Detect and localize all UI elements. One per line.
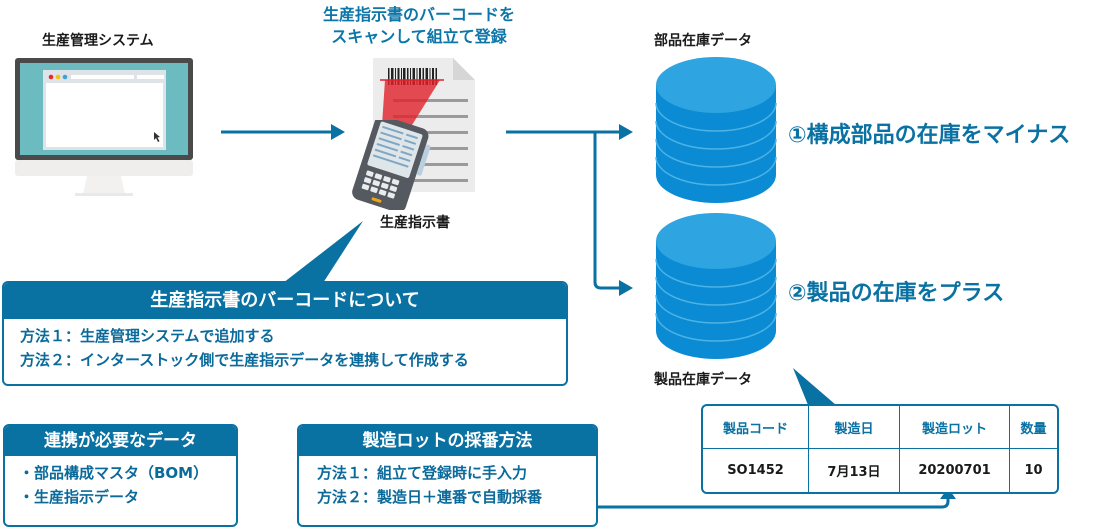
scan-caption-line2: スキャンして組立て登録 xyxy=(331,27,507,46)
barcode-info-line: 方法２：インターストック側で生産指示データを連携して作成する xyxy=(20,351,469,369)
callout-pointer-table xyxy=(793,368,836,405)
barcode-info-line: 方法１：生産管理システムで追加する xyxy=(20,327,275,345)
scan-caption-line1: 生産指示書のバーコードを xyxy=(322,5,515,24)
required-data-item: ・部品構成マスタ（BOM） xyxy=(19,464,209,482)
required-data-title: 連携が必要なデータ xyxy=(5,426,236,456)
lot-numbering-box: 製造ロットの採番方法 方法１：組立て登録時に手入力 方法２：製造日＋連番で自動採… xyxy=(297,424,598,527)
product-stock-data-label: 製品在庫データ xyxy=(654,372,752,388)
cell-product-code: SO1452 xyxy=(703,449,809,492)
result-step1-text: ①構成部品の在庫をマイナス xyxy=(788,123,1071,148)
column-header-lot: 製造ロット xyxy=(900,406,1010,449)
cell-lot: 20200701 xyxy=(900,449,1010,492)
desktop-monitor-icon xyxy=(15,58,193,196)
lot-numbering-line: 方法２：製造日＋連番で自動採番 xyxy=(317,488,543,506)
database-cylinder-icon[interactable] xyxy=(655,57,777,205)
parts-stock-data-label: 部品在庫データ xyxy=(654,33,752,49)
result-step2-text: ②製品の在庫をプラス xyxy=(788,281,1005,306)
arrow-system-to-scanner xyxy=(221,124,345,140)
instruction-sheet-label: 生産指示書 xyxy=(380,215,450,231)
cell-quantity: 10 xyxy=(1024,463,1043,478)
cell-manufacture-date: 7月13日 xyxy=(809,449,900,492)
required-data-item: ・生産指示データ xyxy=(19,488,140,506)
barcode-info-title: 生産指示書のバーコードについて xyxy=(4,283,566,319)
lot-numbering-title: 製造ロットの採番方法 xyxy=(299,426,596,456)
product-stock-table: 製品コード 製造日 製造ロット 数量 SO1452 7月13日 20200701… xyxy=(701,404,1059,494)
arrow-scanner-to-parts-db xyxy=(506,124,633,140)
required-data-box: 連携が必要なデータ ・部品構成マスタ（BOM） ・生産指示データ xyxy=(3,424,238,527)
arrow-branch-to-product-db xyxy=(593,132,633,296)
handheld-barcode-scanner-icon xyxy=(352,120,431,210)
table-row: SO1452 7月13日 20200701 10 xyxy=(703,449,1057,492)
column-header-manufacture-date: 製造日 xyxy=(809,406,900,449)
callout-pointer-barcode xyxy=(283,221,363,283)
lot-numbering-line: 方法１：組立て登録時に手入力 xyxy=(317,464,528,482)
barcode-info-box: 生産指示書のバーコードについて 方法１：生産管理システムで追加する 方法２：イン… xyxy=(2,281,568,386)
production-system-label: 生産管理システム xyxy=(42,33,154,49)
scan-caption: 生産指示書のバーコードを スキャンして組立て登録 xyxy=(303,4,535,48)
column-header-product-code: 製品コード xyxy=(703,406,809,449)
database-cylinder-icon[interactable] xyxy=(655,213,777,361)
table-header-row: 製品コード 製造日 製造ロット 数量 xyxy=(703,406,1057,449)
column-header-quantity: 数量 xyxy=(1010,406,1057,449)
